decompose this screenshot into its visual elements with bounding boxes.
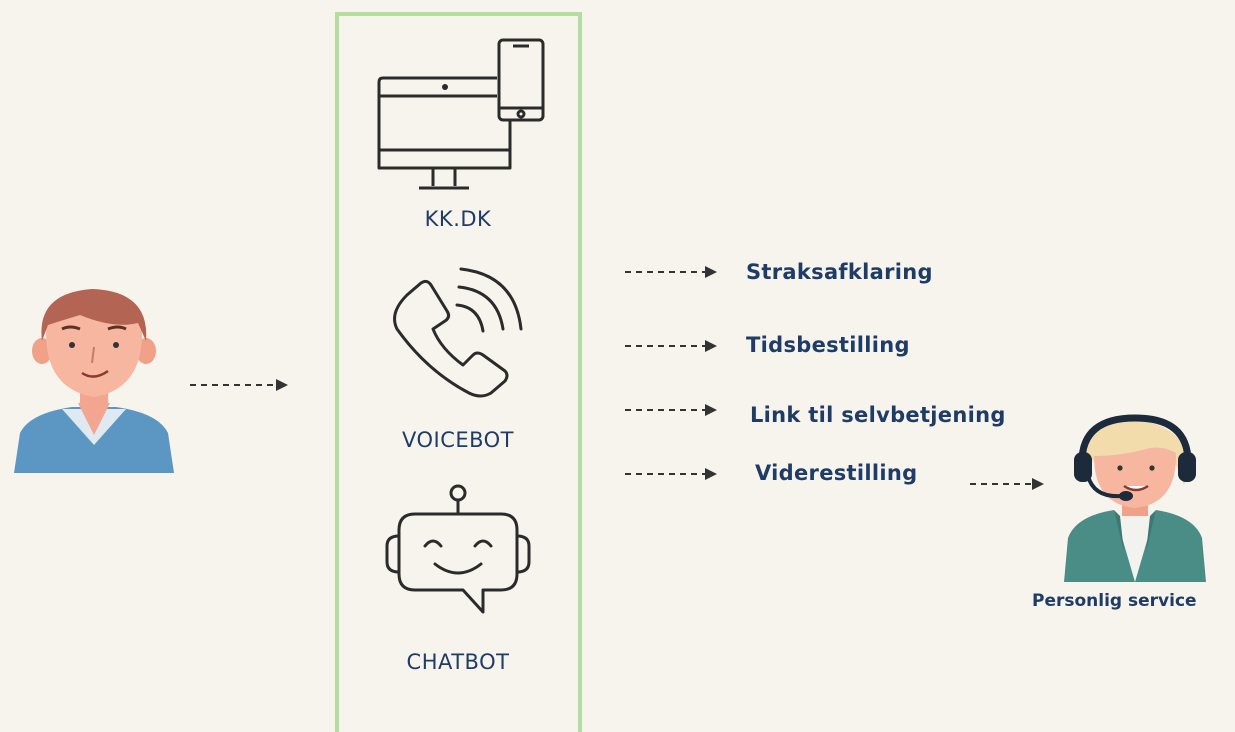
phone-icon xyxy=(393,267,523,398)
option-tidsbestilling: Tidsbestilling xyxy=(746,333,910,357)
arrow-option-2 xyxy=(625,340,717,352)
computer-phone-icon xyxy=(377,38,545,190)
arrow-option-3 xyxy=(625,404,717,416)
arrow-option-4 xyxy=(625,468,717,480)
channel-label-voicebot: VOICEBOT xyxy=(401,428,515,452)
robot-chat-icon xyxy=(385,484,531,614)
agent-label: Personlig service xyxy=(1032,591,1197,611)
option-straksafklaring: Straksafklaring xyxy=(746,260,933,284)
arrow-option-1 xyxy=(625,266,717,278)
arrow-to-agent xyxy=(970,478,1044,490)
channel-label-web: KK.DK xyxy=(424,207,492,231)
arrow-to-channels xyxy=(190,379,288,391)
channel-label-chatbot: CHATBOT xyxy=(406,650,510,674)
option-viderestilling: Viderestilling xyxy=(755,461,918,485)
channel-box xyxy=(335,12,582,732)
customer-avatar xyxy=(14,289,174,473)
agent-headset-avatar xyxy=(1064,414,1206,582)
option-link-selvbetjening: Link til selvbetjening xyxy=(750,403,1006,427)
